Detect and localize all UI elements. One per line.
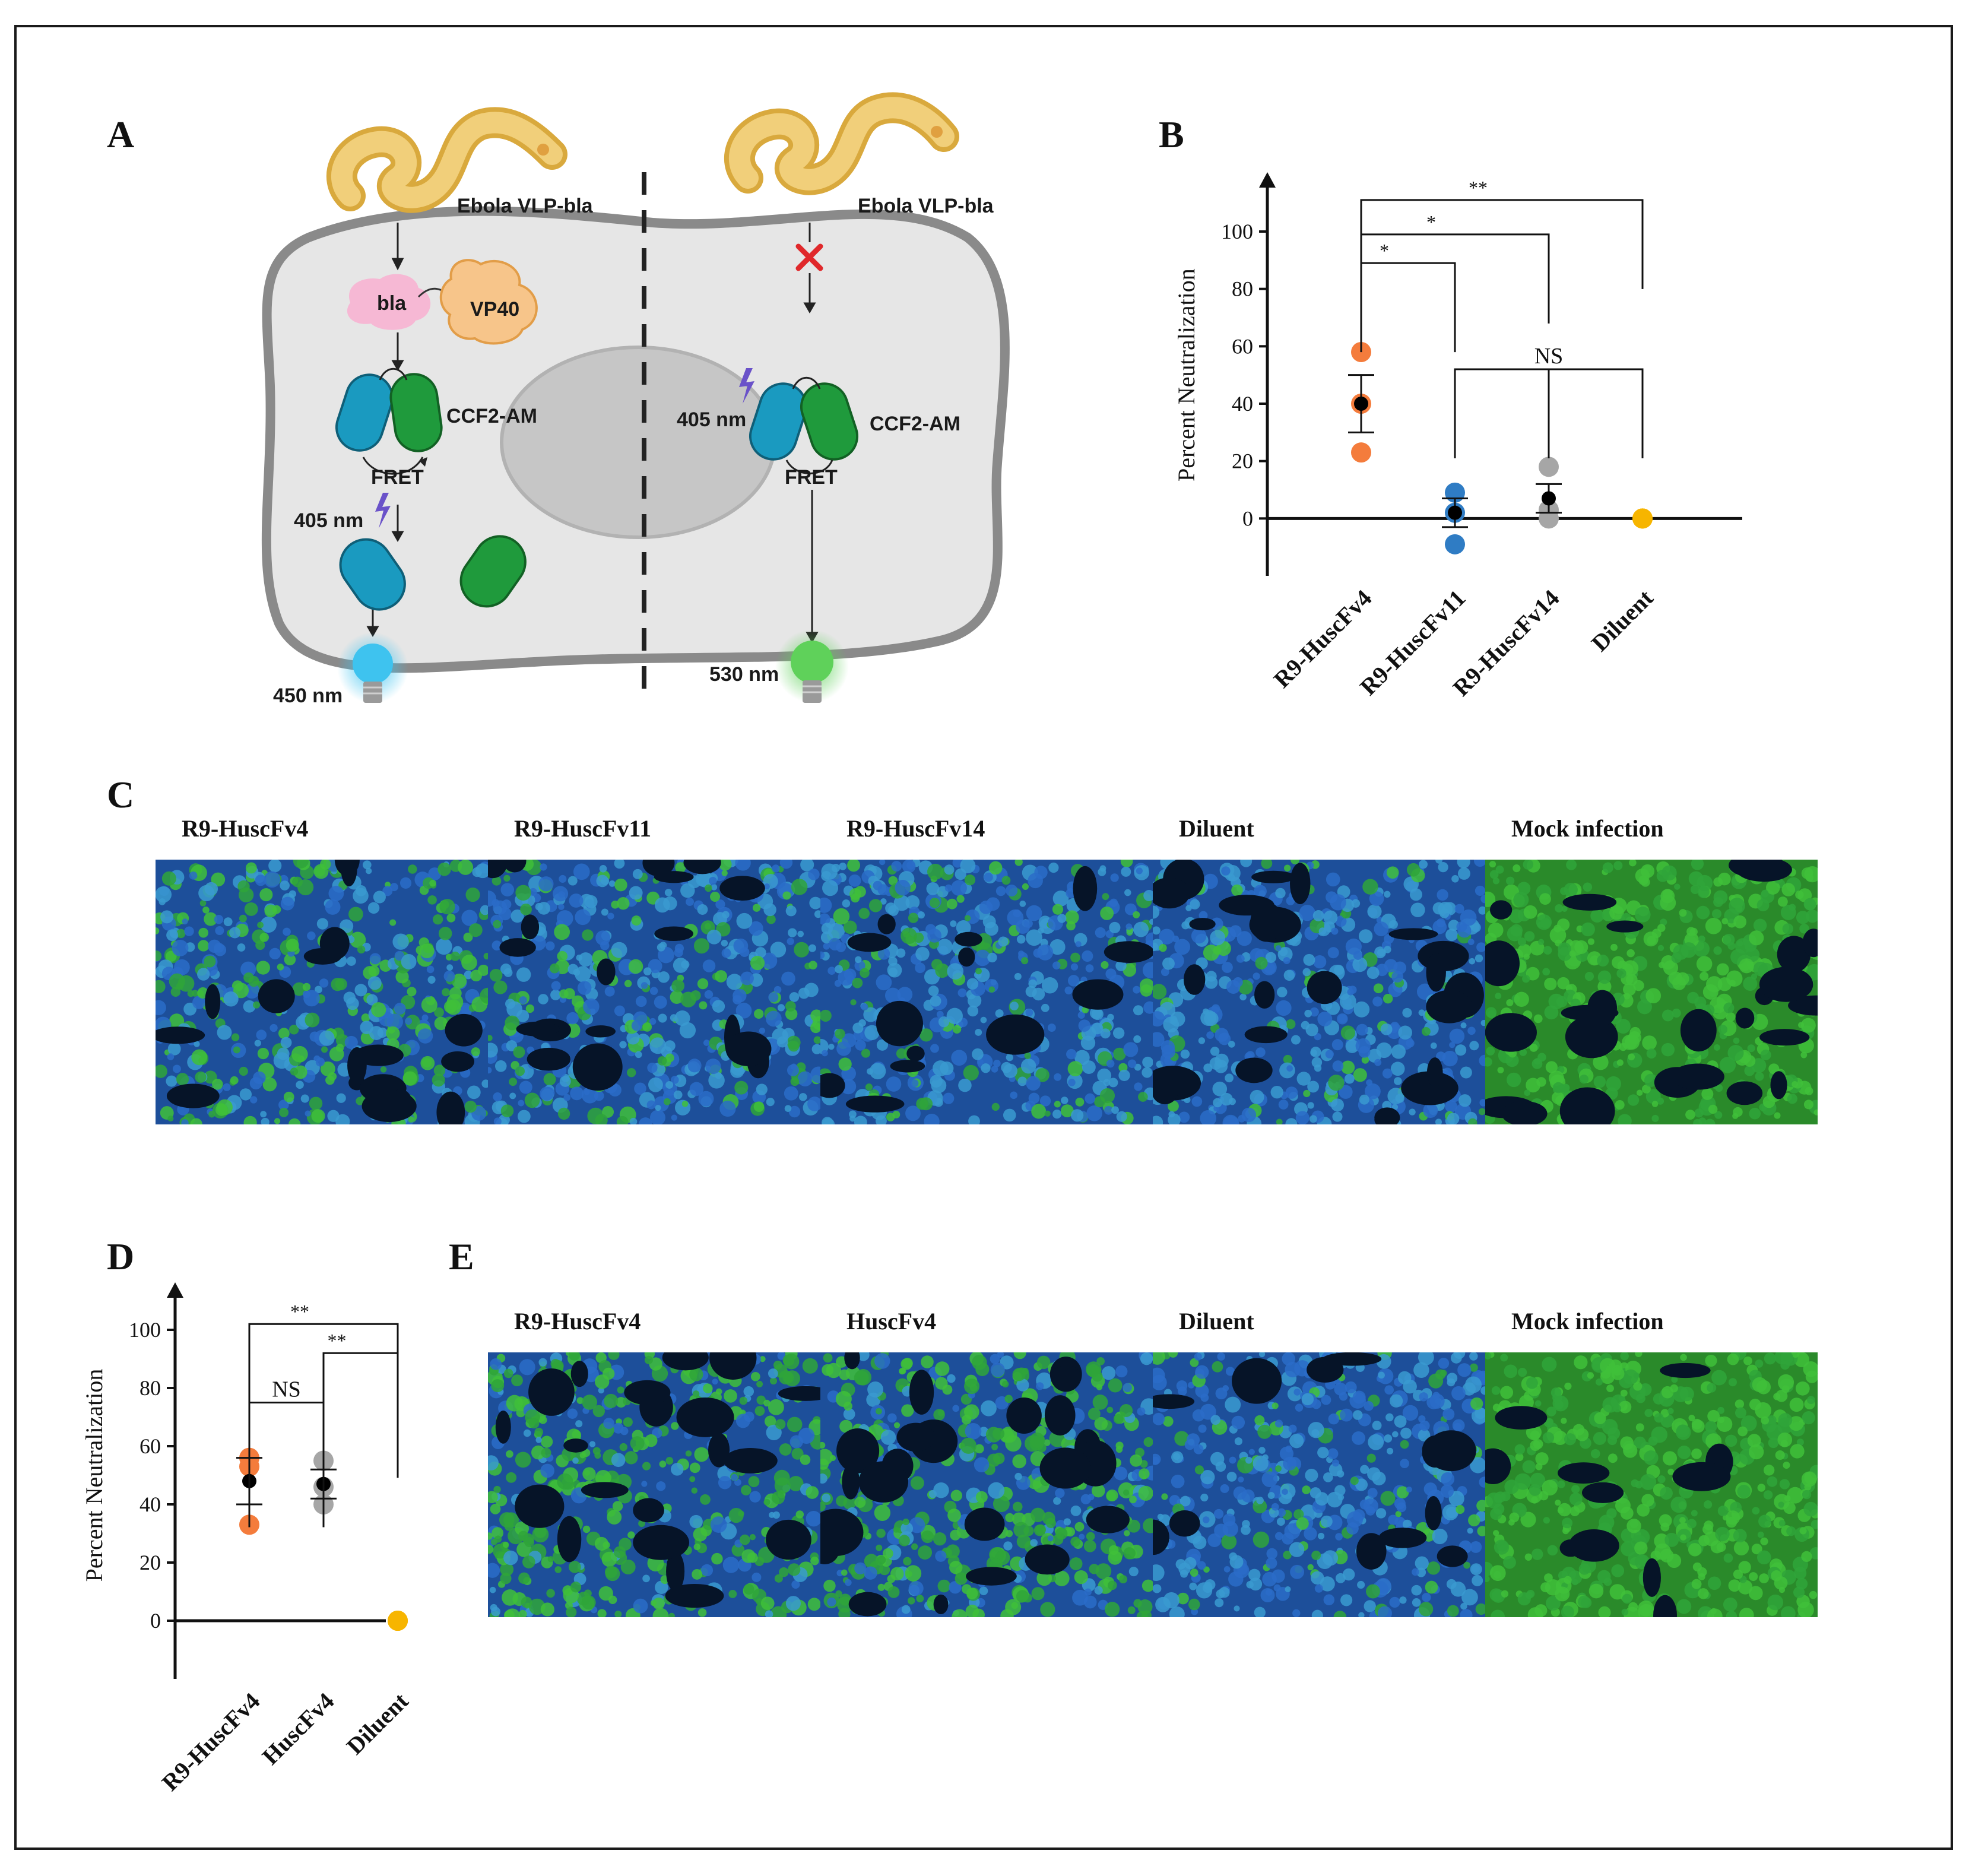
panel-label-b: B [1159,113,1184,156]
chart-b-tick-label: 80 [1232,277,1253,301]
micrograph-c-1 [156,860,488,1124]
chart-d-significance-label: NS [272,1377,301,1402]
chart-d-tick-label: 80 [139,1376,161,1400]
chart-b-data-point [1539,457,1559,477]
bulb-icon-530 [791,641,833,703]
chart-b-significance-bracket [1360,199,1644,289]
chart-d-y-label: Percent Neutralization [83,1369,107,1582]
c-label-1: R9-HuscFv4 [182,815,309,842]
bla-enzyme [347,274,431,330]
chart-b-y-label: Percent Neutralization [1175,268,1200,481]
chart-d-axis-arrow-icon [167,1282,183,1298]
nucleus [500,346,776,539]
chart-d-significance-label: ** [290,1301,309,1322]
chart-b-significance-label: ** [1469,177,1488,198]
e-label-4: Mock infection [1511,1308,1664,1335]
chart-b-mean-marker [1542,491,1556,506]
panel-label-a: A [107,113,135,156]
figure-frame [14,25,1953,1850]
acceptor-fragment [459,535,527,608]
chart-d-tick-label: 20 [139,1551,161,1574]
vlp-left-label: Ebola VLP-bla [457,195,594,217]
c-label-4: Diluent [1179,815,1254,842]
chart-d-significance-label: ** [328,1330,347,1351]
micrograph-e-3 [1153,1352,1485,1617]
chart-b-tick-label: 60 [1232,334,1253,358]
virus-icon-right [724,92,959,195]
micrograph-c-5 [1485,860,1818,1124]
fret-left-label: FRET [371,466,424,489]
chart-b-tick-label: 20 [1232,449,1253,473]
c-label-2: R9-HuscFv11 [514,815,652,842]
donor-fragment [339,538,406,611]
bla-label: bla [377,292,407,315]
ccf2-right-label: CCF2-AM [870,413,960,435]
chart-b-tick-label: 0 [1242,506,1253,530]
micrograph-e-2 [820,1352,1153,1617]
chart-b-significance-label: * [1380,240,1389,261]
chart-d-tick-label: 40 [139,1492,161,1516]
chart-d-data-point [388,1611,408,1631]
chart-b-tick-label: 40 [1232,392,1253,416]
chart-d-tick-label: 60 [139,1434,161,1458]
panel-label-e: E [449,1235,474,1278]
chart-b-significance-label: * [1426,211,1436,233]
chart-b-mean-marker [1354,397,1368,411]
e-label-2: HuscFv4 [846,1308,937,1335]
chart-b-tick-label: 100 [1221,220,1253,243]
c-label-5: Mock infection [1511,815,1664,842]
mechanism-diagram: Ebola VLP-bla Ebola VLP-bla bla VP40 CCF… [261,92,1010,707]
c-label-3: R9-HuscFv14 [846,815,985,842]
chart-b-significance-label: NS [1534,344,1564,369]
micrograph-e-1 [488,1352,820,1617]
block-icon [795,243,823,271]
virus-icon-left [326,107,567,213]
panel-label-d: D [107,1235,135,1278]
chart-b-axis-arrow-icon [1259,172,1276,188]
chart-d-tick-label: 100 [129,1318,161,1342]
micrograph-c-2 [488,860,820,1124]
chart-b-category-label: Diluent [1586,584,1659,657]
nm450-label: 450 nm [273,685,343,707]
micrograph-c-3 [820,860,1153,1124]
chart-b-data-point [1632,508,1653,529]
micrograph-c-4 [1153,860,1485,1124]
chart-d-category-label: Diluent [341,1687,414,1760]
chart-d-significance-bracket [322,1352,399,1478]
chart-d-significance-bracket [248,1402,325,1528]
bulb-icon-450 [353,644,393,703]
chart-b-mean-marker [1448,505,1462,520]
vp40-label: VP40 [470,298,519,321]
ccf2-substrate-left [335,367,443,475]
chart-b-data-point [1351,442,1371,463]
chart-d-category-label: HuscFv4 [257,1688,340,1770]
nm405-right-label: 405 nm [677,408,746,431]
lightning-icon-left [375,493,391,528]
chart-b-significance-bracket [1360,262,1456,353]
vp40-protein [439,259,538,345]
ccf2-left-label: CCF2-AM [446,405,537,427]
panel-label-c: C [107,774,135,816]
fret-right-label: FRET [785,466,838,489]
chart-d-tick-label: 0 [150,1609,161,1633]
nm405-left-label: 405 nm [294,509,363,532]
ccf2-substrate-right [749,376,859,474]
e-label-3: Diluent [1179,1308,1254,1335]
nm530-label: 530 nm [709,663,779,686]
lightning-icon-right [739,368,754,404]
micrograph-e-4 [1485,1352,1818,1617]
chart-b-data-point [1445,534,1465,554]
chart-d-category-label: R9-HuscFv4 [157,1688,265,1793]
vlp-right-label: Ebola VLP-bla [858,195,994,217]
e-label-1: R9-HuscFv4 [514,1308,641,1335]
